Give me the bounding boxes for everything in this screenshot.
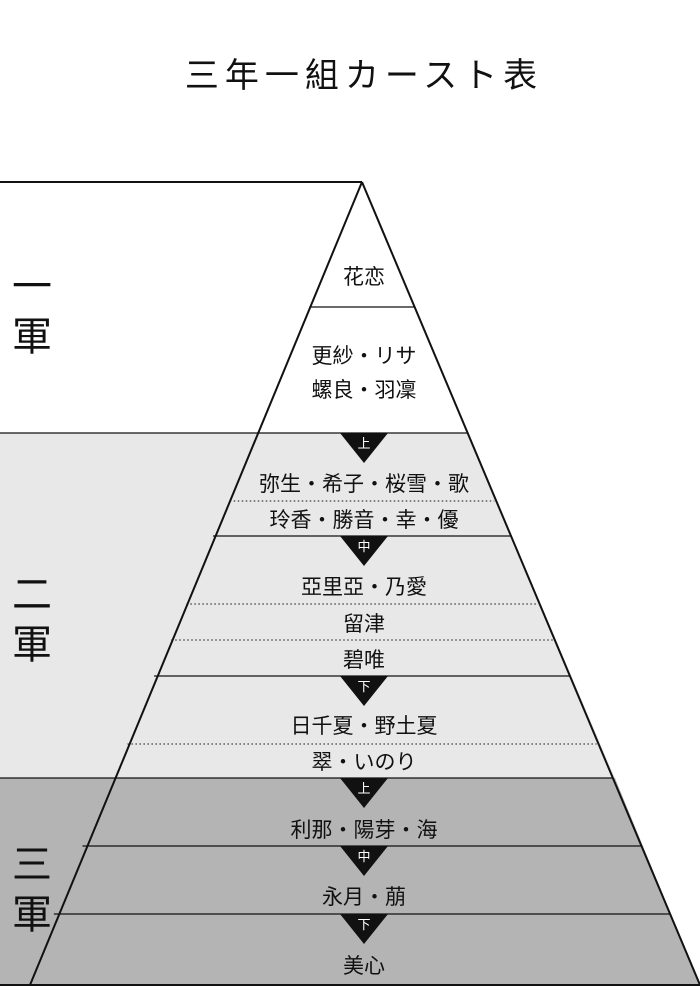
page-title: 三年一組カースト表 [184,56,544,96]
name-row-text: 永月・萠 [322,885,406,909]
tier-label-2: 二 軍 [8,570,56,670]
tier-label-1-line1: 一 [12,264,52,310]
name-row-text: 花恋 [343,265,385,289]
rank-marker-triangle [340,536,388,566]
tier-label-3-line2: 軍 [12,892,52,938]
rank-marker-triangle [340,778,388,808]
name-row-text: 螺良・羽凜 [312,378,417,402]
pyramid-right-edge [361,181,700,986]
name-row-text: 日千夏・野土夏 [291,714,438,738]
tier-label-1-line2: 軍 [12,314,52,360]
tier-label-3-line1: 三 [12,842,52,888]
rank-marker-label: 中 [357,540,370,555]
name-row-text: 碧唯 [343,648,385,672]
rank-marker-triangle [340,676,388,706]
name-row-text: 更紗・リサ [312,344,417,368]
name-row-text: 翠・いのり [312,750,417,774]
rank-marker-label: 下 [357,918,370,933]
tier-label-2-line1: 二 [12,572,52,618]
rank-marker-triangle [340,914,388,944]
name-row-text: 弥生・希子・桜雪・歌 [259,472,469,496]
rank-marker-label: 上 [357,782,370,797]
name-row-text: 玲香・勝音・幸・優 [270,508,459,532]
rank-marker-label: 下 [357,680,370,695]
name-row-text: 亞里亞・乃愛 [301,575,427,599]
rank-marker-label: 中 [357,850,370,865]
tier-label-2-line2: 軍 [12,622,52,668]
name-row-text: 留津 [343,612,385,636]
tier2-band [0,433,615,778]
pyramid-left-edge [29,181,363,986]
tier3-band [0,778,700,985]
rank-marker-label: 上 [357,437,370,452]
name-row-text: 美心 [343,954,385,978]
name-row-text: 利那・陽芽・海 [291,818,438,842]
tier-label-3: 三 軍 [8,840,56,940]
tier-label-1: 一 軍 [8,262,56,362]
rank-marker-triangle [340,846,388,876]
rank-marker-triangle [340,433,388,463]
